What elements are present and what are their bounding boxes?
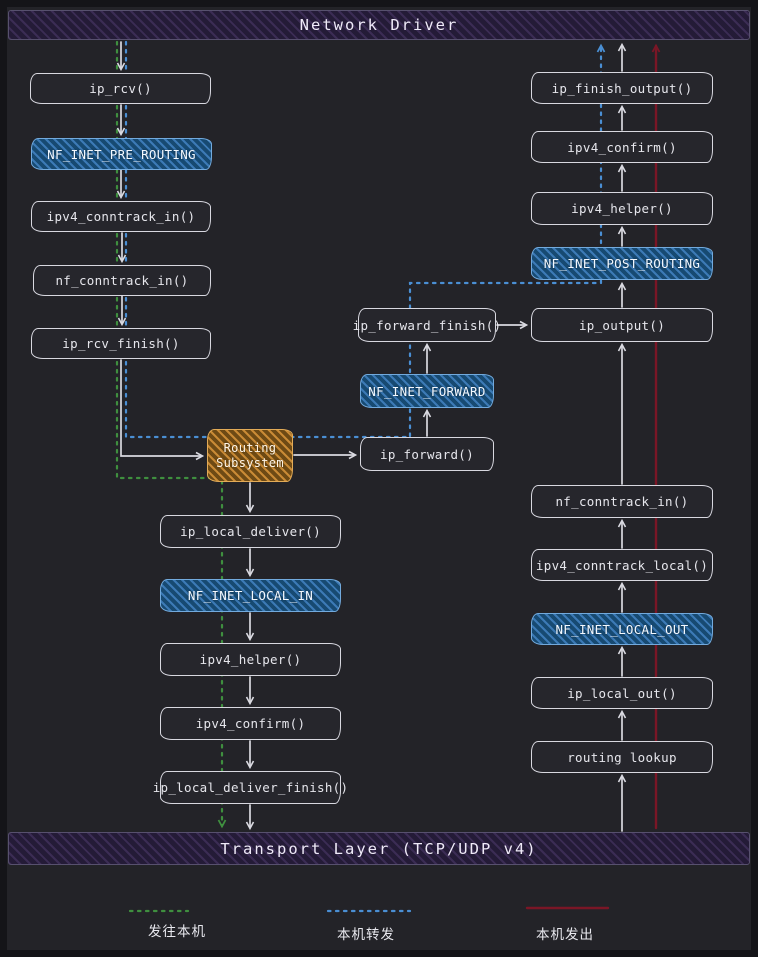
node-ipv4-confirm-local: ipv4_confirm() bbox=[160, 707, 341, 740]
node-ip-rcv-finish: ip_rcv_finish() bbox=[31, 328, 211, 359]
node-ip-forward: ip_forward() bbox=[360, 437, 494, 471]
node-ip-forward-finish: ip_forward_finish() bbox=[353, 308, 501, 342]
node-nf-inet-local-in: NF_INET_LOCAL_IN bbox=[160, 579, 341, 612]
node-ipv4-helper-out: ipv4_helper() bbox=[531, 192, 713, 225]
node-nf-inet-pre-routing: NF_INET_PRE_ROUTING bbox=[31, 138, 212, 170]
node-nf-conntrack-in: nf_conntrack_in() bbox=[33, 265, 211, 296]
node-ip-local-deliver-finish: ip_local_deliver_finish() bbox=[153, 771, 348, 804]
path-forward-blue bbox=[124, 40, 606, 439]
flow-arrows bbox=[116, 41, 627, 832]
node-nf-inet-forward: NF_INET_FORWARD bbox=[360, 374, 494, 408]
node-ipv4-conntrack-in: ipv4_conntrack_in() bbox=[31, 201, 211, 232]
node-ipv4-confirm-out: ipv4_confirm() bbox=[531, 131, 713, 163]
node-ip-local-deliver: ip_local_deliver() bbox=[160, 515, 341, 548]
node-ipv4-helper-local: ipv4_helper() bbox=[160, 643, 341, 676]
node-ip-rcv: ip_rcv() bbox=[30, 73, 211, 104]
node-ip-finish-output: ip_finish_output() bbox=[531, 72, 713, 104]
node-nf-inet-local-out: NF_INET_LOCAL_OUT bbox=[531, 613, 713, 645]
node-nf-conntrack-in-out: nf_conntrack_in() bbox=[531, 485, 713, 518]
node-ip-output: ip_output() bbox=[531, 308, 713, 342]
legend-label-forward: 本机转发 bbox=[337, 927, 395, 943]
node-routing-subsystem: Routing Subsystem bbox=[207, 429, 293, 482]
node-routing-lookup: routing lookup bbox=[531, 741, 713, 773]
node-ipv4-conntrack-local: ipv4_conntrack_local() bbox=[531, 549, 713, 581]
legend-label-to-local: 发往本机 bbox=[148, 924, 206, 940]
node-ip-local-out: ip_local_out() bbox=[531, 677, 713, 709]
legend-label-from-local: 本机发出 bbox=[536, 927, 594, 943]
banner-transport-layer: Transport Layer (TCP/UDP v4) bbox=[8, 832, 750, 865]
node-nf-inet-post-routing: NF_INET_POST_ROUTING bbox=[531, 247, 713, 280]
banner-network-driver: Network Driver bbox=[8, 10, 750, 40]
